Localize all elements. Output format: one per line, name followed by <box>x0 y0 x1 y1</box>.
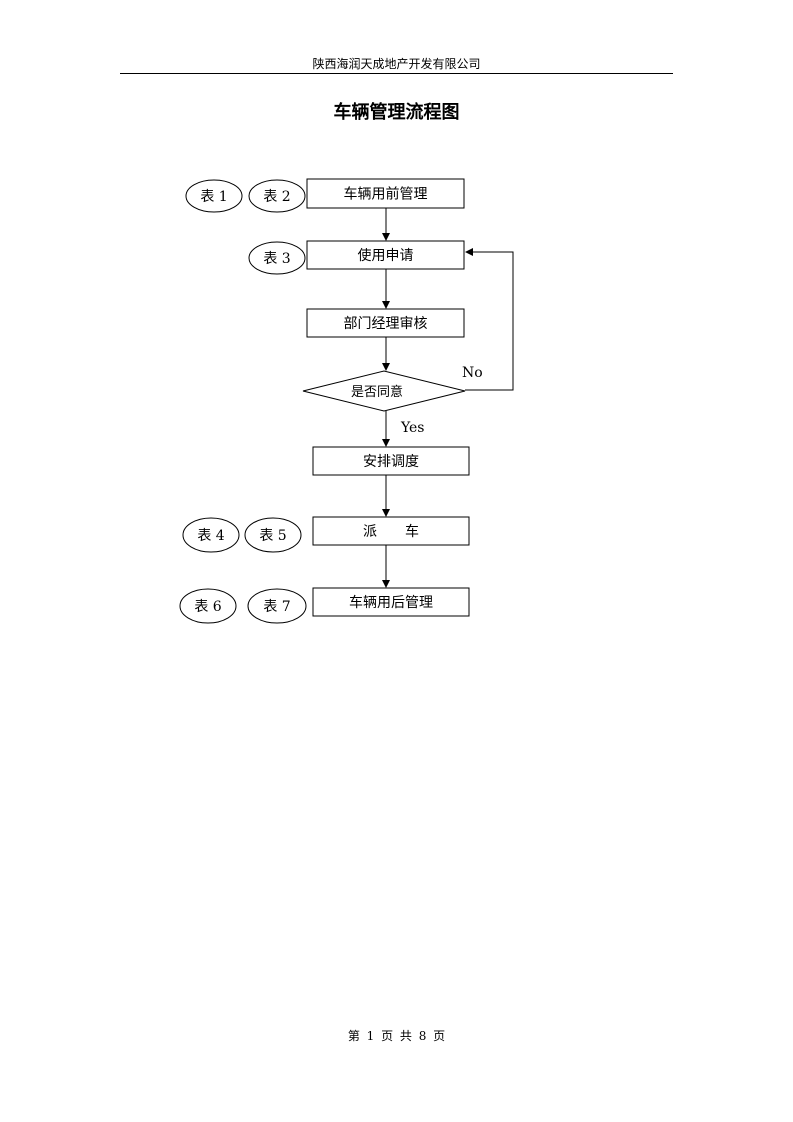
step-dispatch-label: 派 车 <box>363 523 419 540</box>
form-5-badge: 表 5 <box>244 517 302 553</box>
form-2-badge: 表 2 <box>248 179 306 213</box>
step-post-use: 车辆用后管理 <box>312 587 470 617</box>
step-schedule-label: 安排调度 <box>363 454 419 470</box>
form-1-label: 表 1 <box>200 189 227 205</box>
step-review: 部门经理审核 <box>306 308 465 338</box>
step-decision: 是否同意 <box>302 370 466 412</box>
form-7-label: 表 7 <box>263 599 290 615</box>
step-pre-use-label: 车辆用前管理 <box>344 186 428 203</box>
step-dispatch: 派 车 <box>312 516 470 546</box>
footer-page-info: 第 1 页 共 8 页 <box>347 1029 446 1043</box>
step-apply-label: 使用申请 <box>358 247 414 264</box>
step-pre-use: 车辆用前管理 <box>306 178 465 209</box>
form-6-badge: 表 6 <box>179 588 237 624</box>
header-company: 陕西海润天成地产开发有限公司 <box>312 57 481 71</box>
step-post-use-label: 车辆用后管理 <box>349 594 433 611</box>
arrow-no-loop <box>465 248 514 391</box>
step-apply: 使用申请 <box>306 240 465 270</box>
form-3-badge: 表 3 <box>248 241 306 275</box>
step-decision-label: 是否同意 <box>351 384 403 400</box>
form-4-badge: 表 4 <box>182 517 240 553</box>
form-2-label: 表 2 <box>263 189 290 205</box>
edge-no-label: No <box>462 365 483 381</box>
form-6-label: 表 6 <box>194 599 221 615</box>
step-review-label: 部门经理审核 <box>344 316 428 332</box>
form-4-label: 表 4 <box>197 528 224 544</box>
form-1-badge: 表 1 <box>185 179 243 213</box>
form-5-label: 表 5 <box>259 528 286 544</box>
form-3-label: 表 3 <box>263 251 290 267</box>
form-7-badge: 表 7 <box>247 588 307 624</box>
edge-yes-label: Yes <box>400 420 425 436</box>
header-rule <box>120 73 673 74</box>
step-schedule: 安排调度 <box>312 446 470 476</box>
page-title: 车辆管理流程图 <box>333 102 460 123</box>
